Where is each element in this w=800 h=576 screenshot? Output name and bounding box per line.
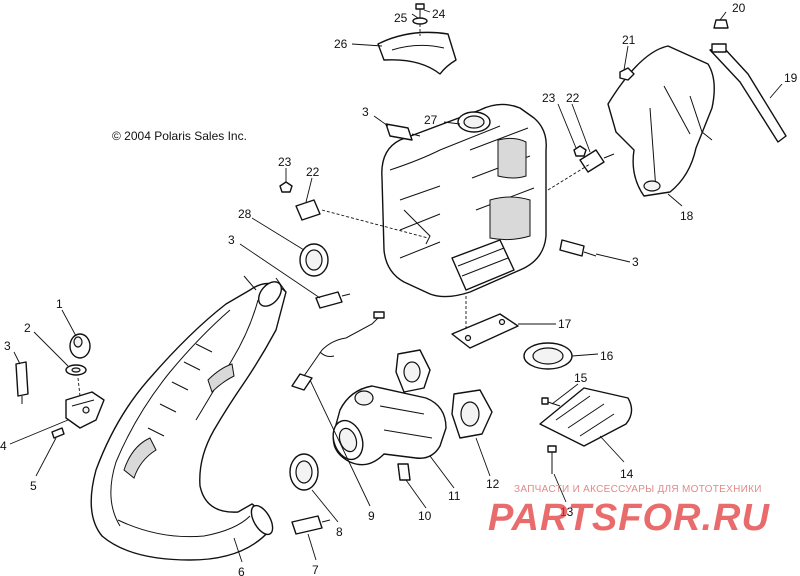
part-15-screw — [541, 397, 561, 407]
part-10-stud — [397, 463, 411, 481]
part-7-spring — [291, 515, 331, 535]
callout-11: 11 — [448, 489, 461, 503]
callout-13: 13 — [560, 505, 574, 519]
callout-9: 9 — [368, 509, 375, 523]
callout-22-left: 22 — [306, 165, 320, 179]
callout-18: 18 — [680, 209, 694, 223]
callout-23-right: 23 — [542, 91, 556, 105]
callout-27: 27 — [424, 113, 438, 127]
part-3-spring-left — [15, 361, 29, 404]
part-12-gasket — [451, 389, 493, 439]
part-25-washer — [412, 17, 428, 25]
leader-lines — [9, 9, 783, 563]
callout-6: 6 — [238, 565, 245, 576]
part-21-nut — [619, 67, 635, 81]
callout-26: 26 — [334, 37, 348, 51]
callout-22-right: 22 — [566, 91, 580, 105]
watermark-brand: PARTSFOR.RU — [488, 497, 770, 539]
part-27-muffler — [381, 103, 547, 298]
callout-3-right: 3 — [632, 255, 639, 269]
part-4-bracket — [65, 391, 105, 429]
callout-20: 20 — [732, 1, 746, 15]
part-3-spring-right — [559, 239, 597, 257]
callout-28: 28 — [238, 207, 252, 221]
part-26-heat-shield — [377, 31, 457, 75]
callout-4: 4 — [0, 439, 7, 453]
callout-16: 16 — [600, 349, 614, 363]
part-17-bracket — [451, 313, 519, 349]
part-18-rear-shield — [607, 45, 715, 197]
callout-1: 1 — [56, 297, 63, 311]
part-1-grommet — [69, 333, 91, 359]
callout-3-left: 3 — [4, 339, 11, 353]
callout-15: 15 — [574, 371, 588, 385]
part-14-heat-shield — [539, 387, 633, 447]
part-5-pin — [51, 427, 65, 439]
callout-14: 14 — [620, 467, 634, 481]
callout-8: 8 — [336, 525, 343, 539]
callout-10: 10 — [418, 509, 432, 523]
part-20-bolt — [711, 19, 729, 53]
manifold-gasket-upper — [395, 349, 431, 393]
watermark-tagline: ЗАПЧАСТИ И АКСЕССУАРЫ ДЛЯ МОТОТЕХНИКИ — [514, 484, 762, 495]
callout-7: 7 — [312, 563, 319, 576]
part-23-nut-right — [573, 145, 587, 157]
callout-5: 5 — [30, 479, 37, 493]
callout-3-middle: 3 — [228, 233, 235, 247]
callout-24: 24 — [432, 7, 446, 21]
callout-2: 2 — [24, 321, 31, 335]
part-28-ring — [299, 243, 329, 277]
callout-25: 25 — [394, 11, 408, 25]
part-3-spring-upper — [385, 123, 421, 141]
part-9-sensor — [291, 311, 385, 391]
part-19-strap — [709, 47, 787, 143]
watermark: ЗАПЧАСТИ И АКСЕССУАРЫ ДЛЯ МОТОТЕХНИКИ PA… — [488, 484, 770, 539]
copyright-text: © 2004 Polaris Sales Inc. — [112, 129, 247, 143]
callout-23-left: 23 — [278, 155, 292, 169]
part-13-bolt — [547, 445, 557, 474]
part-22-isolator-right — [579, 149, 615, 173]
part-22-isolator-left — [295, 199, 321, 221]
callout-19: 19 — [784, 71, 798, 85]
callout-21: 21 — [622, 33, 636, 47]
part-2-washer — [65, 364, 87, 376]
callout-3-upper: 3 — [362, 105, 369, 119]
part-23-nut-left — [279, 181, 293, 193]
callout-12: 12 — [486, 477, 500, 491]
part-8-seal — [289, 453, 319, 491]
callout-17: 17 — [558, 317, 572, 331]
part-6-expansion-chamber — [90, 275, 287, 561]
part-16-gasket — [523, 342, 573, 370]
part-3-spring-middle — [315, 291, 351, 309]
part-11-manifold — [332, 385, 447, 466]
part-24-bolt — [415, 3, 425, 18]
